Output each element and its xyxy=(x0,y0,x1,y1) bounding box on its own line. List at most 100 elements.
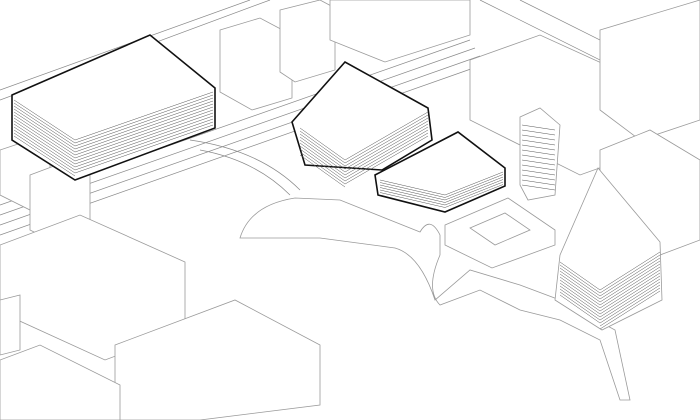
facade-line xyxy=(599,281,661,321)
building-courtyard-south xyxy=(444,197,556,269)
facade-line xyxy=(444,184,504,208)
facade-line xyxy=(13,108,76,150)
facade-line xyxy=(74,94,214,144)
facade-line xyxy=(344,114,429,164)
context-block xyxy=(114,299,321,420)
facade-line xyxy=(559,264,601,294)
facade-line xyxy=(344,120,429,170)
facade-line xyxy=(599,254,661,294)
facade-line xyxy=(13,99,76,141)
facade-line xyxy=(299,139,346,173)
facade-line xyxy=(444,179,504,203)
context-block xyxy=(0,294,21,356)
facade-line xyxy=(74,100,214,150)
facade-line xyxy=(13,120,76,162)
facade-line xyxy=(521,174,556,181)
facade-line xyxy=(299,154,346,188)
facade-line xyxy=(521,134,556,141)
building-courtyard-north xyxy=(374,131,506,213)
facade-line xyxy=(599,266,661,306)
facade-line xyxy=(599,284,661,324)
facade-line xyxy=(559,294,601,324)
facade-line xyxy=(379,184,446,201)
facade-line xyxy=(379,187,446,203)
facade-line xyxy=(444,174,504,198)
facade-line xyxy=(521,139,556,146)
facade-line xyxy=(444,176,504,201)
facade-line xyxy=(599,278,661,318)
building-tower xyxy=(519,107,561,201)
facade-line xyxy=(559,288,601,318)
facade-line xyxy=(13,132,76,174)
facade-line xyxy=(74,115,214,165)
facade-line xyxy=(299,136,346,170)
facade-line xyxy=(74,118,214,168)
building-central-pentagon xyxy=(291,60,433,188)
facade-line xyxy=(299,151,346,185)
facade-line xyxy=(13,117,76,159)
facade-line xyxy=(299,142,346,176)
facade-line xyxy=(444,171,504,196)
facade-line xyxy=(444,181,504,206)
facade-line xyxy=(379,179,446,196)
facade-line xyxy=(521,184,556,191)
facade-line xyxy=(521,169,556,176)
facade-line xyxy=(344,135,429,185)
facade-line xyxy=(379,192,446,208)
facade-line xyxy=(344,132,429,182)
facade-line xyxy=(521,164,556,171)
public-plaza xyxy=(189,139,631,401)
facade-line xyxy=(559,279,601,309)
facade-line xyxy=(559,270,601,300)
facade-line xyxy=(379,182,446,198)
facade-line xyxy=(13,105,76,147)
context-block xyxy=(599,0,700,141)
facade-line xyxy=(344,126,429,176)
facade-line xyxy=(599,257,661,297)
facade-line xyxy=(299,148,346,182)
context-block xyxy=(279,0,336,83)
building-stepped-triangle xyxy=(554,167,663,331)
facade-line xyxy=(13,129,76,171)
facade-line xyxy=(521,149,556,156)
facade-line xyxy=(299,130,346,164)
facade-line xyxy=(74,91,214,141)
facade-line xyxy=(74,124,214,174)
facade-line xyxy=(521,144,556,151)
facade-line xyxy=(521,129,556,136)
facade-line xyxy=(521,159,556,166)
facade-line xyxy=(13,111,76,153)
facade-line xyxy=(344,129,429,179)
facade-line xyxy=(299,127,346,161)
facade-line xyxy=(379,189,446,206)
facade-line xyxy=(13,123,76,165)
facade-line xyxy=(299,145,346,179)
facade-line xyxy=(13,126,76,168)
facade-line xyxy=(559,261,601,291)
building-west-slab xyxy=(11,34,216,181)
facade-line xyxy=(599,269,661,309)
facade-line xyxy=(344,111,429,161)
facade-line xyxy=(599,287,661,327)
facade-line xyxy=(559,291,601,321)
facade-line xyxy=(74,112,214,162)
facade-line xyxy=(599,260,661,300)
proposed-buildings xyxy=(11,34,663,331)
facade-line xyxy=(344,123,429,173)
context-block xyxy=(0,344,121,420)
facade-line xyxy=(74,106,214,156)
facade-line xyxy=(299,133,346,167)
facade-line xyxy=(599,290,661,330)
facade-line xyxy=(559,285,601,315)
facade-line xyxy=(599,263,661,303)
facade-line xyxy=(74,97,214,147)
facade-line xyxy=(599,251,661,291)
facade-line xyxy=(559,273,601,303)
facade-line xyxy=(13,114,76,156)
facade-line xyxy=(74,121,214,171)
facade-line xyxy=(13,135,76,177)
facade-line xyxy=(599,275,661,315)
